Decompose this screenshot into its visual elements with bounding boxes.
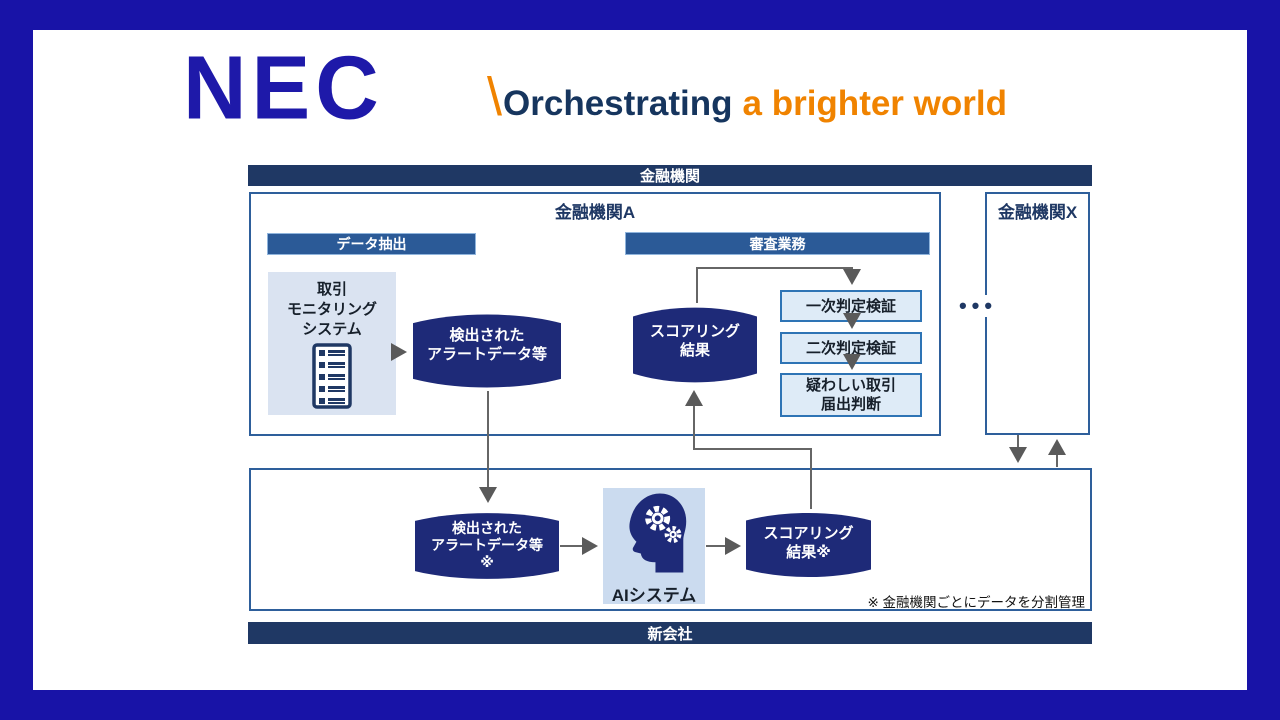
alert-nc-line2: アラートデータ等 bbox=[431, 537, 543, 553]
ai-head-gears-icon bbox=[629, 493, 687, 573]
alert-nc-line1: 検出された bbox=[452, 520, 522, 536]
cylinder-shape bbox=[633, 307, 757, 383]
bank-x-title: 金融機関X bbox=[997, 203, 1078, 222]
data-extract-section-bar: データ抽出 bbox=[267, 233, 476, 255]
transaction-monitoring-box: 取引 モニタリング システム bbox=[268, 272, 396, 415]
primary-judgment-box: 一次判定検証 bbox=[780, 290, 922, 322]
server-rack-icon bbox=[312, 343, 352, 409]
cylinder-shape bbox=[415, 513, 559, 579]
monitoring-label-line3: システム bbox=[302, 321, 362, 338]
monitoring-label-line1: 取引 bbox=[316, 281, 347, 298]
cylinder-shape bbox=[746, 512, 871, 578]
secondary-judgment-label: 二次判定検証 bbox=[805, 339, 896, 357]
alert-a-line2: アラートデータ等 bbox=[426, 346, 547, 363]
scoring-nc-line1: スコアリング bbox=[763, 525, 854, 542]
financial-institutions-bar: 金融機関 bbox=[248, 165, 1092, 186]
alert-data-cylinder-new-company: 検出された アラートデータ等 ※ bbox=[415, 509, 559, 583]
secondary-judgment-box: 二次判定検証 bbox=[780, 332, 922, 364]
alert-data-cylinder-bank-a: 検出された アラートデータ等 bbox=[413, 310, 561, 392]
tagline-orchestrating: Orchestrating bbox=[503, 84, 733, 123]
tagline-slash: \ bbox=[487, 67, 503, 127]
scoring-result-cylinder-new-company: スコアリング 結果※ bbox=[746, 509, 871, 581]
nec-tagline: \ Orchestrating a brighter world bbox=[487, 66, 1007, 127]
suspicious-report-line1: 疑わしい取引 bbox=[805, 377, 896, 394]
ai-system-label: AIシステム bbox=[611, 586, 697, 605]
ellipsis-dots-icon: ••• bbox=[954, 295, 1002, 317]
new-company-bar: 新会社 bbox=[248, 622, 1092, 644]
nec-logo: NEC bbox=[183, 36, 384, 138]
suspicious-report-line2: 届出判断 bbox=[820, 396, 881, 413]
ai-system-box: AIシステム bbox=[603, 488, 705, 605]
scoring-a-line2: 結果 bbox=[679, 342, 710, 359]
bank-x-panel bbox=[985, 192, 1090, 435]
monitoring-label-line2: モニタリング bbox=[286, 301, 377, 318]
suspicious-report-box: 疑わしい取引 届出判断 bbox=[780, 373, 922, 417]
alert-a-line1: 検出された bbox=[449, 327, 525, 344]
bank-a-title: 金融機関A bbox=[554, 203, 636, 222]
scoring-result-cylinder-bank-a: スコアリング 結果 bbox=[633, 303, 757, 387]
scoring-nc-line2: 結果※ bbox=[786, 544, 831, 561]
cylinder-shape bbox=[413, 314, 561, 388]
alert-nc-line3: ※ bbox=[480, 554, 494, 570]
scoring-a-line1: スコアリング bbox=[649, 323, 740, 340]
review-section-bar: 審査業務 bbox=[625, 232, 930, 255]
data-partition-footnote: ※ 金融機関ごとにデータを分割管理 bbox=[867, 595, 1085, 610]
primary-judgment-label: 一次判定検証 bbox=[805, 297, 896, 315]
tagline-brighter-world: a brighter world bbox=[742, 84, 1007, 123]
